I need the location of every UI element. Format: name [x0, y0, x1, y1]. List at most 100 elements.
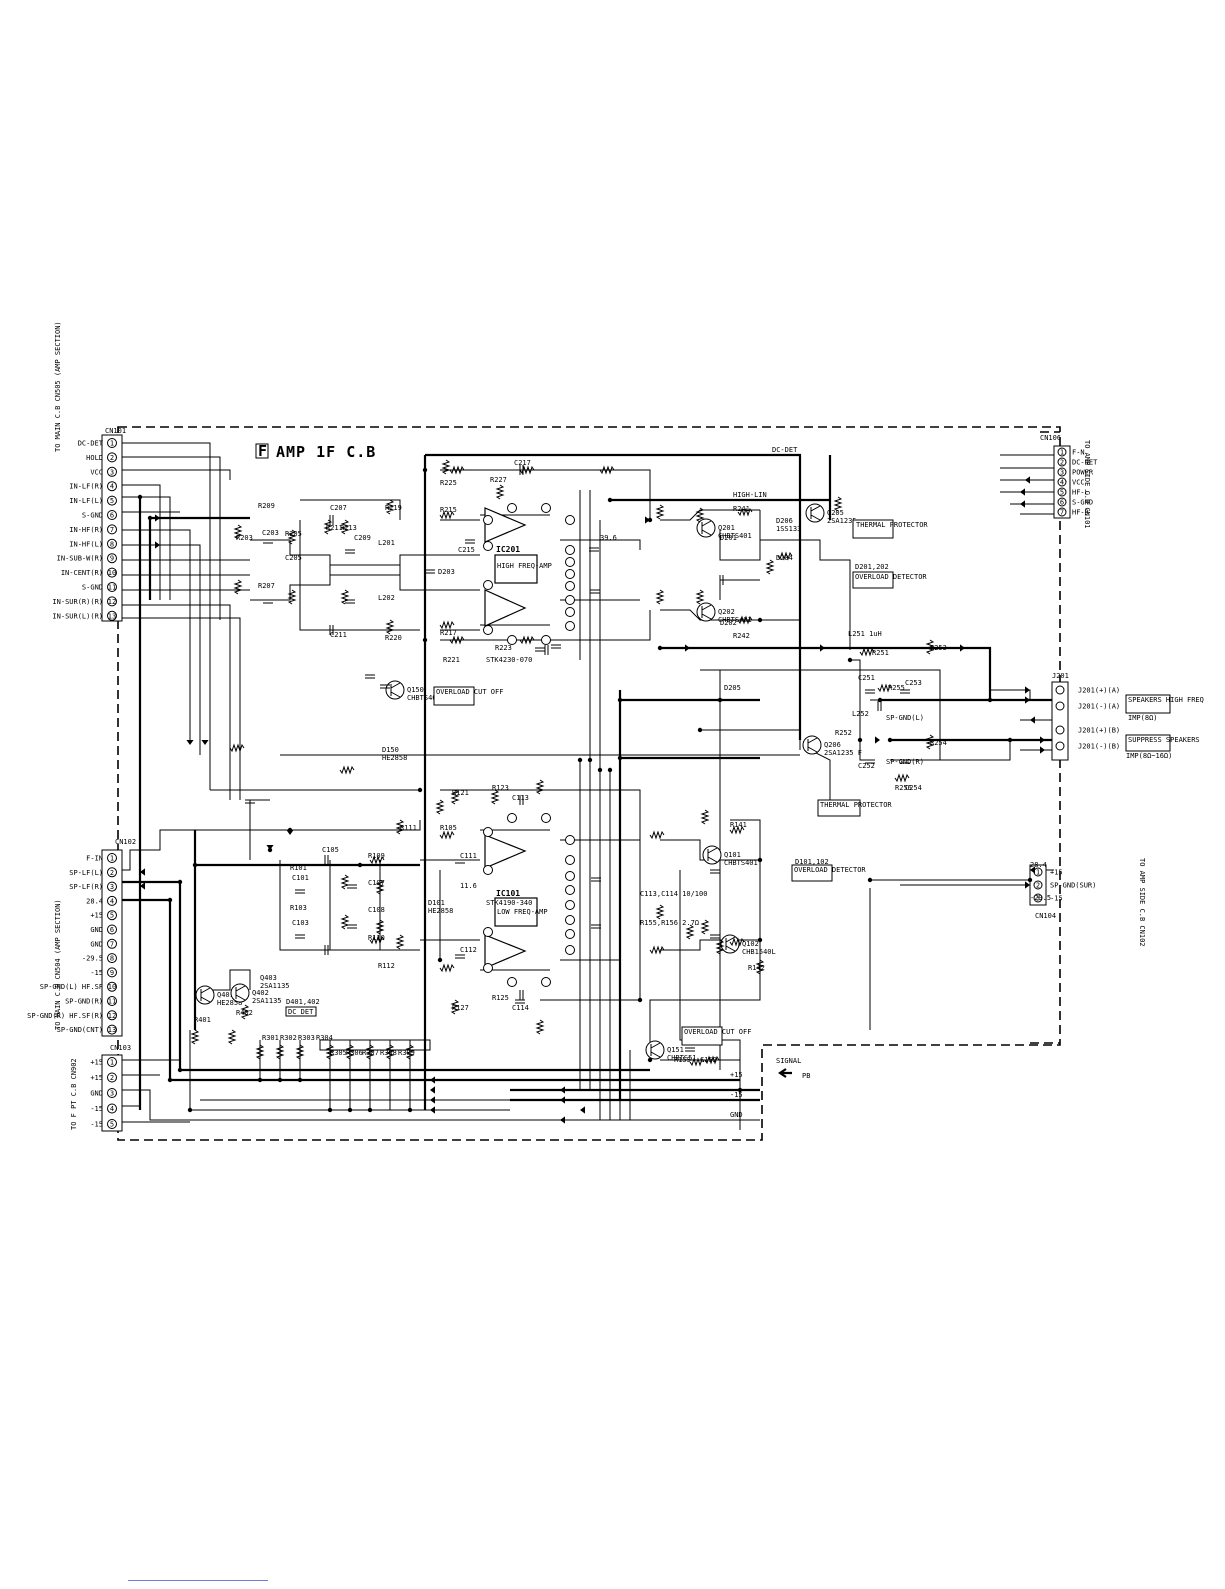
arrow — [560, 1096, 565, 1104]
cn102-pin-label: GND — [90, 926, 103, 934]
cn102-side-label: TO MAIN C.B CN504 (AMP SECTION) — [54, 899, 62, 1030]
cn102-pin-circle — [107, 867, 117, 878]
junction-dot — [737, 1087, 743, 1093]
part-r253: R253 — [930, 644, 947, 652]
ic-pin — [565, 871, 575, 881]
resistor — [395, 819, 405, 835]
resistor — [255, 1044, 265, 1060]
net-v116: 11.6 — [460, 882, 477, 890]
arrow — [685, 644, 690, 652]
q206-ref: Q206 — [824, 741, 841, 749]
cn101-pin-num: 9 — [110, 555, 114, 563]
arrow — [645, 516, 650, 524]
ic201-name: HIGH FREQ-AMP — [497, 562, 552, 570]
part-r254: R254 — [930, 739, 947, 747]
q205-transistor — [805, 503, 825, 523]
q205-ref: Q205 — [827, 509, 844, 517]
ic-pin — [565, 515, 575, 525]
q205-part: 2SA1235 — [827, 517, 857, 525]
part-c253: C253 — [905, 679, 922, 687]
note-pb: PB — [802, 1072, 810, 1080]
thermal-protector-1: THERMAL PROTECTOR — [856, 521, 928, 529]
junction-dot — [257, 1077, 263, 1083]
capacitor — [589, 547, 599, 552]
overload-detector-2: OVERLOAD DETECTOR — [794, 866, 866, 874]
capacitor — [535, 647, 545, 652]
capacitor — [710, 869, 720, 874]
cn103-pin-num: 3 — [110, 1090, 114, 1098]
part-c252: C252 — [858, 762, 875, 770]
cn106-pin-num: 2 — [1060, 459, 1064, 467]
j201-label-a: SPEAKERS HIGH FREQ — [1128, 696, 1204, 704]
junction-dot — [422, 637, 428, 643]
cn102-pin-circle — [107, 853, 117, 863]
j201-pin-label: J201(+)(B) — [1078, 727, 1120, 735]
junction-dot — [657, 645, 663, 651]
resistor — [737, 507, 753, 517]
resistor — [655, 504, 665, 520]
ic-pin — [483, 580, 493, 590]
part-r242: R242 — [733, 632, 750, 640]
cn101-pin-label: S-GND — [82, 584, 103, 592]
cn101-pin-circle — [107, 567, 117, 578]
q206-transistor — [802, 735, 822, 755]
arrow — [266, 845, 274, 850]
cn101-pin-label: IN-HF(L) — [69, 540, 103, 548]
q102-ref: Q102 — [742, 940, 759, 948]
signal-wires — [122, 442, 1054, 1130]
cn106-pin-label: DC-DET — [1072, 459, 1098, 467]
q401-transistor — [195, 985, 215, 1005]
q151-transistor — [645, 1040, 665, 1060]
ic-pin-circles — [483, 503, 575, 987]
part-r125: R125 — [492, 994, 509, 1002]
resistor — [385, 499, 395, 515]
net-sp-gnd-l: SP-GND(L) — [886, 714, 924, 722]
resistor — [700, 809, 710, 825]
part-r211: R211 — [326, 524, 343, 532]
part-c209: C209 — [354, 534, 371, 542]
part-r255: R255 — [888, 684, 905, 692]
net-p15: +15 — [730, 1071, 743, 1079]
arrow — [1025, 696, 1030, 704]
cn101-pin-num: 10 — [108, 569, 116, 577]
part-r304: R304 — [316, 1034, 333, 1042]
cn106-pin-circle — [1057, 487, 1067, 497]
resistor — [287, 589, 297, 605]
cn106-pin-circle — [1057, 457, 1067, 467]
j201-pin-label: J201(+)(A) — [1078, 687, 1120, 695]
resistor — [535, 1019, 545, 1035]
cn104-pin-num: 2 — [1036, 882, 1040, 890]
q101-transistor-leads — [707, 847, 718, 863]
j201-label-a-sub: IMP(8Ω) — [1128, 714, 1158, 722]
arrow — [960, 644, 965, 652]
capacitor — [519, 465, 524, 475]
ic201-ref: IC201 — [496, 545, 520, 554]
resistor — [395, 934, 405, 950]
part-r219: R219 — [385, 504, 402, 512]
junction-dot — [607, 497, 613, 503]
cn101-pin-circle — [107, 481, 117, 492]
resistor — [435, 799, 445, 815]
board-outline — [117, 426, 1061, 1141]
junction-dot — [987, 697, 993, 703]
capacitor — [295, 934, 305, 939]
part-c103: C103 — [292, 919, 309, 927]
arrow — [1020, 500, 1025, 508]
cn101-ref: CN101 — [105, 427, 126, 435]
resistor — [439, 510, 455, 520]
net-l252: L252 — [852, 710, 869, 718]
part-d101: D101 — [428, 899, 445, 907]
cn102-pin-label: GND — [90, 940, 103, 948]
part-r142: R142 — [748, 964, 765, 972]
resistor — [700, 919, 710, 935]
junction-dot — [577, 757, 583, 763]
q206-part: 2SA1235 F — [824, 749, 862, 757]
resistor — [449, 465, 465, 475]
part-r109: R109 — [368, 852, 385, 860]
ic-pin — [483, 927, 493, 937]
part-c111: C111 — [460, 852, 477, 860]
part-r308: R308 — [380, 1049, 397, 1057]
capacitor — [515, 999, 525, 1004]
resistor — [695, 589, 705, 605]
